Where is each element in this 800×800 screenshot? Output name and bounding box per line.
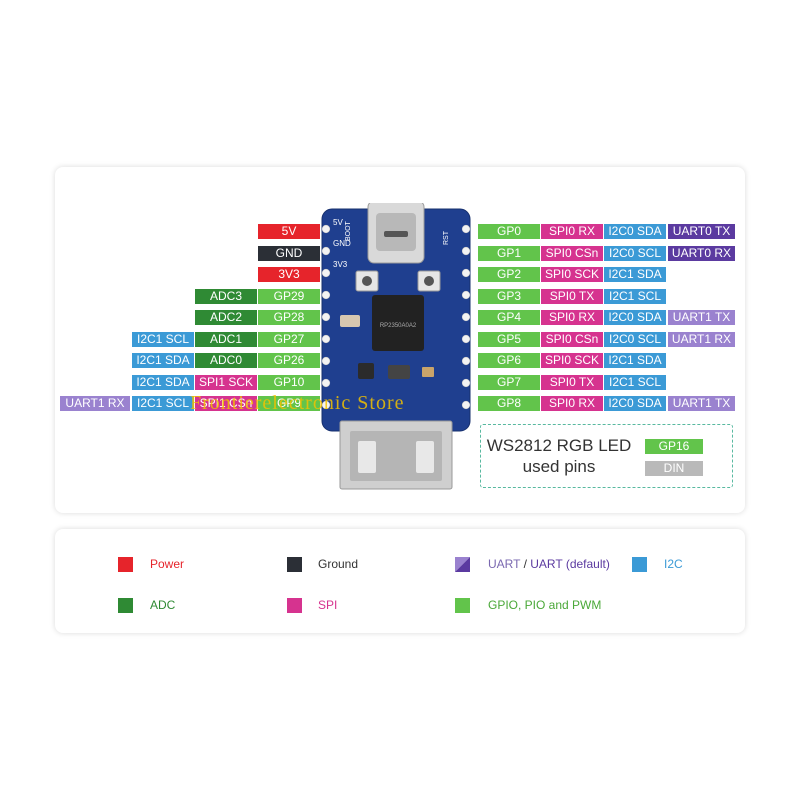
legend-gpio-label: GPIO, PIO and PWM bbox=[488, 598, 602, 612]
right-pin-label: I2C0 SCL bbox=[604, 331, 666, 347]
right-pin-label: SPI0 RX bbox=[541, 396, 603, 411]
right-pin-label: I2C0 SDA bbox=[604, 310, 666, 325]
right-pin-label: UART1 TX bbox=[668, 310, 735, 325]
chip-marking: RP2350A0A2 bbox=[380, 323, 417, 329]
left-pin-label: GP26 bbox=[258, 353, 320, 368]
legend-uart-default-text: UART (default) bbox=[530, 557, 610, 571]
left-pin-label: I2C1 SDA bbox=[132, 353, 194, 368]
left-pin-label: I2C1 SDA bbox=[132, 374, 194, 390]
right-pin-label: UART0 TX bbox=[668, 224, 735, 239]
legend-i2c-label: I2C bbox=[664, 557, 683, 571]
right-pin-label: GP2 bbox=[478, 267, 540, 282]
right-pin-label: I2C1 SDA bbox=[604, 353, 666, 368]
right-pin-label: SPI0 RX bbox=[541, 310, 603, 325]
left-pin-label: SPI1 CSn bbox=[195, 396, 257, 411]
legend-uart-label: UART / UART (default) bbox=[488, 557, 610, 572]
legend-spi-swatch bbox=[287, 598, 302, 613]
legend-uart-separator: / bbox=[520, 557, 531, 571]
right-pin-label: GP6 bbox=[478, 353, 540, 368]
right-pin-label: GP8 bbox=[478, 396, 540, 411]
right-pin-label: GP5 bbox=[478, 331, 540, 347]
legend-card bbox=[55, 529, 745, 633]
right-pin-label: UART0 RX bbox=[668, 245, 735, 261]
right-pin-label: I2C1 SCL bbox=[604, 288, 666, 304]
silk-boot: BOOT bbox=[345, 220, 352, 241]
legend-ground-label: Ground bbox=[318, 557, 359, 571]
legend-adc-swatch bbox=[118, 598, 133, 613]
right-pin-label: UART1 RX bbox=[668, 331, 735, 347]
left-pin-label: ADC2 bbox=[195, 310, 257, 325]
right-pin-label: GP4 bbox=[478, 310, 540, 325]
left-pin-label: 3V3 bbox=[258, 267, 320, 282]
right-pin-label: SPI0 TX bbox=[541, 288, 603, 304]
right-pin-label: GP1 bbox=[478, 245, 540, 261]
ws2812-pin-din: DIN bbox=[645, 461, 703, 476]
legend-power-label: Power bbox=[150, 557, 185, 571]
silk-5v: 5V bbox=[333, 218, 343, 227]
ws2812-subtitle: used pins bbox=[522, 457, 596, 476]
left-pin-label: GP27 bbox=[258, 331, 320, 347]
left-pin-label: ADC0 bbox=[195, 353, 257, 368]
watermark: Frontierelectronic Store bbox=[190, 392, 405, 414]
left-pin-label: ADC3 bbox=[195, 288, 257, 304]
right-pin-label: I2C1 SDA bbox=[604, 267, 666, 282]
legend-adc-label: ADC bbox=[150, 598, 176, 612]
right-pin-label: SPI0 SCK bbox=[541, 267, 603, 282]
right-pin-label: GP3 bbox=[478, 288, 540, 304]
right-pin-label: SPI0 CSn bbox=[541, 245, 603, 261]
silk-rst: RST bbox=[443, 230, 450, 245]
legend-ground-swatch bbox=[287, 557, 302, 572]
right-pin-label: GP0 bbox=[478, 224, 540, 239]
left-pin-label: GP28 bbox=[258, 310, 320, 325]
right-pin-label: I2C0 SDA bbox=[604, 396, 666, 411]
silk-gnd: GND bbox=[333, 239, 351, 248]
ws2812-pin-gp16: GP16 bbox=[645, 439, 703, 454]
left-pin-label: GND bbox=[258, 245, 320, 261]
right-pin-label: SPI0 SCK bbox=[541, 353, 603, 368]
legend-power-swatch bbox=[118, 557, 133, 572]
right-pin-label: I2C1 SCL bbox=[604, 374, 666, 390]
left-pin-label: SPI1 SCK bbox=[195, 374, 257, 390]
ws2812-info-box bbox=[480, 424, 733, 488]
board-illustration: 5V GND 3V3 BOOT RST RP2350A0A2 bbox=[321, 203, 471, 490]
legend-uart-swatch bbox=[455, 557, 470, 572]
ws2812-title: WS2812 RGB LED bbox=[486, 436, 632, 455]
left-pin-label: I2C1 SCL bbox=[132, 331, 194, 347]
left-pin-label: ADC1 bbox=[195, 331, 257, 347]
legend-spi-label: SPI bbox=[318, 598, 338, 612]
right-pin-label: I2C0 SCL bbox=[604, 245, 666, 261]
silk-3v3: 3V3 bbox=[333, 260, 348, 269]
legend-gpio-swatch bbox=[455, 598, 470, 613]
left-pin-label: GP9 bbox=[258, 396, 320, 411]
legend-uart-text: UART bbox=[488, 557, 521, 571]
left-pin-label: GP10 bbox=[258, 374, 320, 390]
right-pin-label: I2C0 SDA bbox=[604, 224, 666, 239]
left-pin-label: GP29 bbox=[258, 288, 320, 304]
left-pin-label: I2C1 SCL bbox=[132, 396, 194, 411]
left-pin-label: 5V bbox=[258, 224, 320, 239]
right-pin-label: GP7 bbox=[478, 374, 540, 390]
right-pin-label: UART1 TX bbox=[668, 396, 735, 411]
right-pin-label: SPI0 TX bbox=[541, 374, 603, 390]
legend-i2c-swatch bbox=[632, 557, 647, 572]
right-pin-label: SPI0 RX bbox=[541, 224, 603, 239]
right-pin-label: SPI0 CSn bbox=[541, 331, 603, 347]
left-pin-label: UART1 RX bbox=[60, 396, 130, 411]
